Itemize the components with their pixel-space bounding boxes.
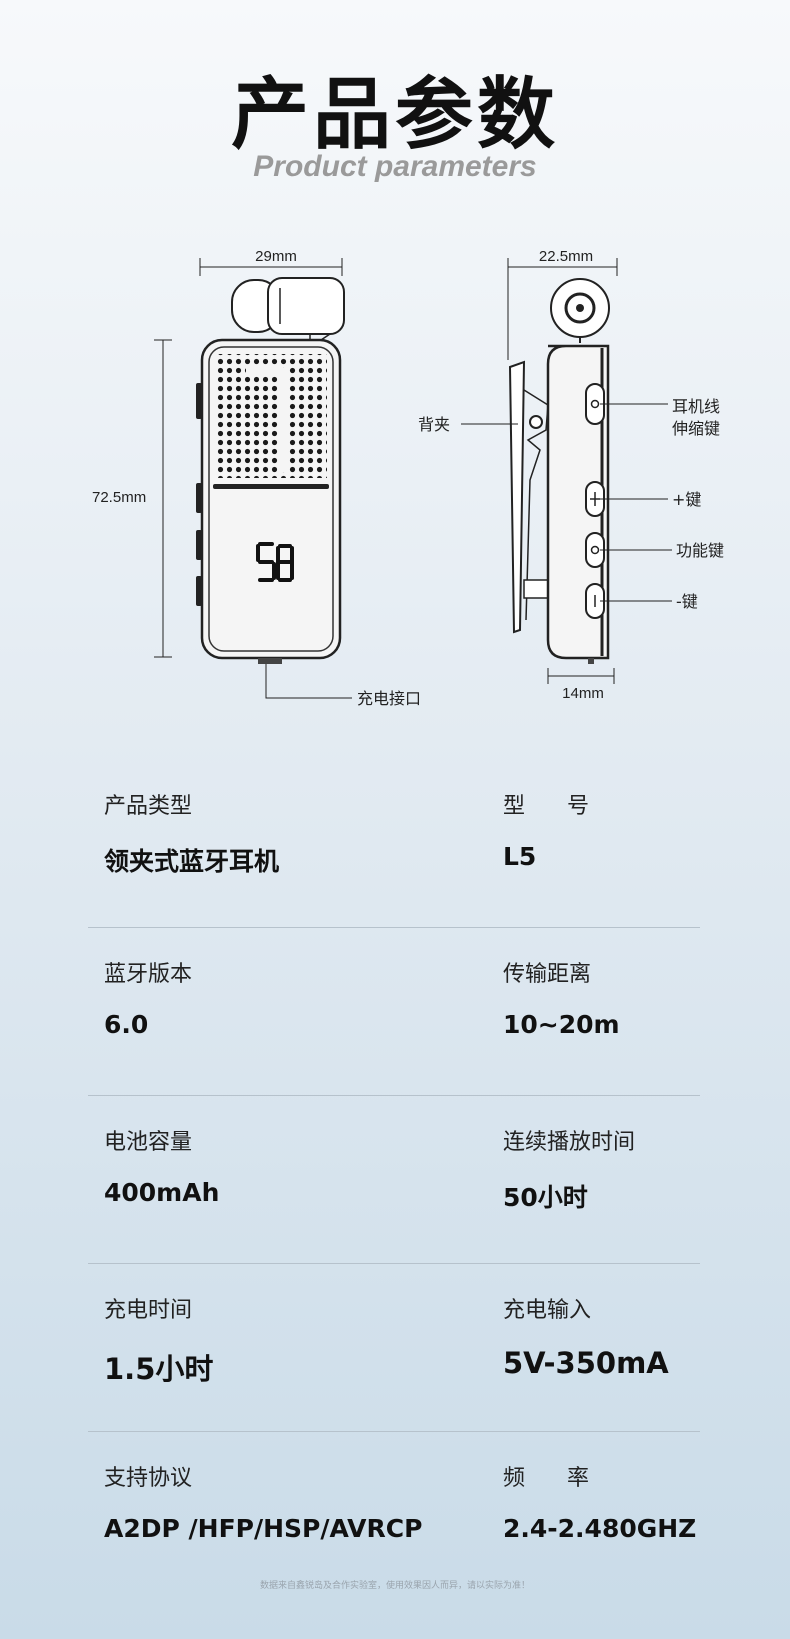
spec-value: 5V-350mA [503, 1346, 669, 1380]
spec-label: 电池容量 [104, 1130, 193, 1155]
function-key-label: 功能键 [676, 541, 724, 560]
earbud-icon [231, 277, 345, 343]
back-clip-label: 背夹 [418, 415, 450, 434]
spec-cell: 支持协议 A2DP /HFP/HSP/AVRCP [104, 1460, 422, 1543]
spec-cell: 电池容量 400mAh [104, 1124, 219, 1207]
spec-label: 充电时间 [104, 1298, 193, 1323]
spec-cell: 频 率 2.4-2.480GHZ [503, 1460, 696, 1543]
spec-value: 1.5小时 [104, 1352, 214, 1386]
spec-value: 400mAh [104, 1178, 220, 1207]
spec-cell: 产品类型 领夹式蓝牙耳机 [104, 788, 279, 878]
page-title: 产品参数 [230, 70, 559, 160]
spec-table: 产品类型 领夹式蓝牙耳机 型 号 L5 蓝牙版本 6.0 传输距离 10~20m… [88, 760, 700, 1599]
front-view: 29mm 72.5mm [92, 248, 421, 708]
spec-cell: 充电输入 5V-350mA [503, 1292, 669, 1380]
spec-label: 传输距离 [503, 962, 592, 987]
spec-label: 型 号 [503, 794, 589, 819]
footnote: 数据来自鑫锐岛及合作实验室，使用效果因人而异，请以实际为准！ [259, 1581, 530, 1591]
spec-value: 2.4-2.480GHZ [503, 1514, 697, 1543]
spec-cell: 型 号 L5 [503, 788, 589, 871]
spec-label: 蓝牙版本 [104, 962, 193, 987]
spec-row: 支持协议 A2DP /HFP/HSP/AVRCP 频 率 2.4-2.480GH… [88, 1432, 700, 1599]
page-subtitle: Product parameters [253, 150, 537, 183]
spec-cell: 充电时间 1.5小时 [104, 1292, 213, 1388]
spec-value: 领夹式蓝牙耳机 [104, 847, 280, 876]
cable-retract-label-1: 耳机线 [672, 397, 720, 416]
side-width-label: 22.5mm [539, 248, 593, 265]
product-diagram: 29mm 72.5mm [0, 240, 790, 740]
plus-key-label: +键 [672, 490, 701, 509]
spec-label: 充电输入 [503, 1298, 592, 1323]
spec-value: L5 [503, 842, 537, 871]
cable-retract-label-2: 伸缩键 [672, 419, 720, 438]
side-depth-label: 14mm [562, 685, 604, 702]
spec-label: 频 率 [503, 1466, 589, 1491]
spec-row: 充电时间 1.5小时 充电输入 5V-350mA [88, 1264, 700, 1432]
spec-value: 50小时 [503, 1183, 588, 1212]
spec-label: 产品类型 [104, 794, 193, 819]
side-view: 22.5mm 背夹 [418, 248, 724, 702]
seven-segment-display-icon [256, 542, 294, 582]
earbud-side-icon [550, 278, 610, 343]
spec-value: A2DP /HFP/HSP/AVRCP [104, 1514, 423, 1543]
charge-port-label: 充电接口 [357, 689, 421, 708]
spec-label: 连续播放时间 [503, 1130, 636, 1155]
spec-value: 6.0 [104, 1010, 149, 1039]
spec-cell: 连续播放时间 50小时 [503, 1124, 635, 1214]
spec-row: 蓝牙版本 6.0 传输距离 10~20m [88, 928, 700, 1096]
minus-key-label: -键 [676, 592, 698, 611]
spec-row: 电池容量 400mAh 连续播放时间 50小时 [88, 1096, 700, 1264]
front-height-label: 72.5mm [92, 489, 146, 506]
spec-value: 10~20m [503, 1010, 620, 1039]
front-width-label: 29mm [255, 248, 297, 265]
spec-cell: 传输距离 10~20m [503, 956, 620, 1039]
spec-cell: 蓝牙版本 6.0 [104, 956, 192, 1039]
spec-row: 产品类型 领夹式蓝牙耳机 型 号 L5 [88, 760, 700, 928]
spec-label: 支持协议 [104, 1466, 193, 1491]
